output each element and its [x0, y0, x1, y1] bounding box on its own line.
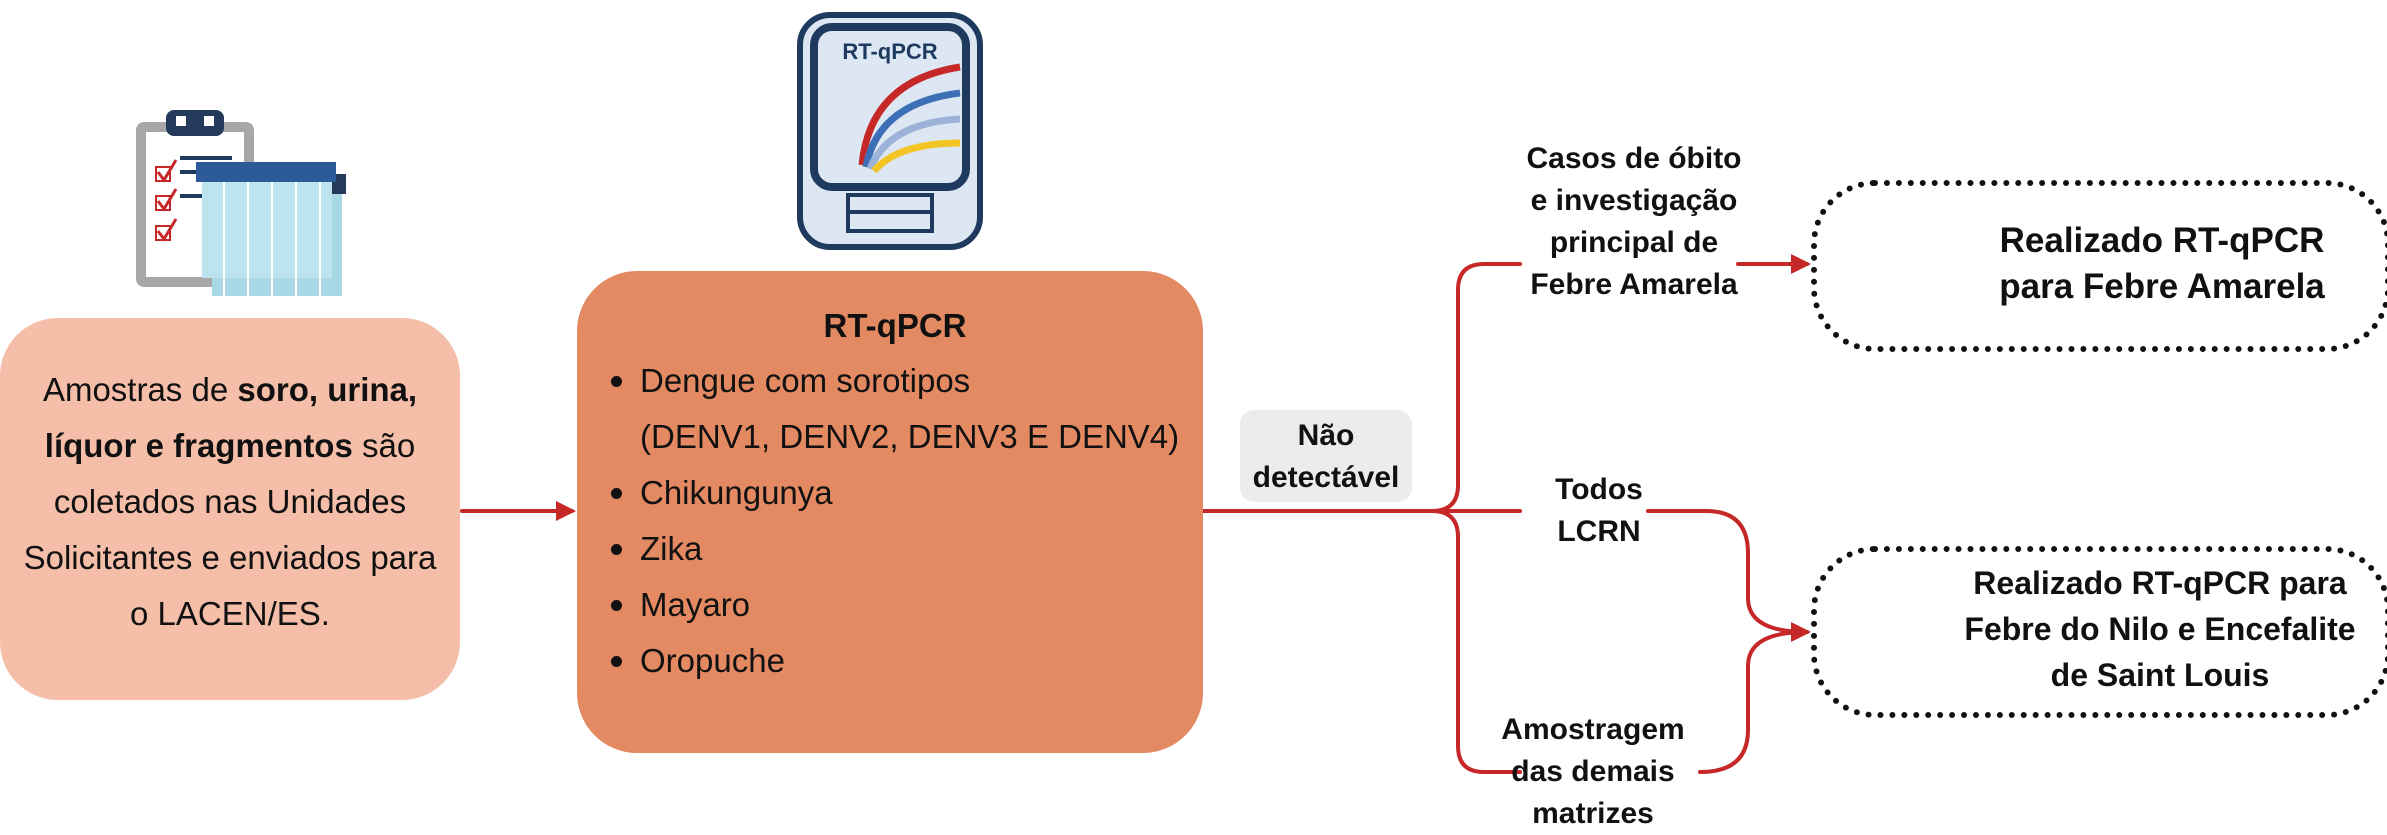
branch-label-middle: Todos LCRN	[1555, 473, 1643, 548]
list-item-zika: Zika	[607, 521, 1183, 577]
instrument-label: RT-qPCR	[842, 39, 937, 64]
list-item-chikungunya: Chikungunya	[607, 465, 1183, 521]
mayaro-label: Mayaro	[640, 586, 751, 623]
arrow-middle-to-nile	[1646, 509, 1811, 642]
sample-text-bold: soro, urina, líquor e fragmentos	[44, 371, 418, 464]
chikungunya-label: Chikungunya	[640, 474, 833, 511]
rt-qpcr-target-list: Dengue com sorotipos (DENV1, DENV2, DENV…	[607, 353, 1183, 689]
branch-bottom	[1430, 509, 1522, 774]
dengue-serotypes: (DENV1, DENV2, DENV3 E DENV4)	[640, 418, 1180, 455]
connector-lines	[460, 254, 1811, 774]
branch-label-top: Casos de óbito e investigação principal …	[1526, 142, 1742, 301]
nile-slev-result-box	[1811, 546, 2387, 718]
arrow-bottom-to-nile	[1698, 630, 1809, 774]
nile-slev-result-text: Realizado RT-qPCR para Febre do Nilo e E…	[1964, 565, 2356, 693]
dengue-label: Dengue com sorotipos	[640, 362, 971, 399]
sample-text-1: Amostras de	[42, 371, 238, 408]
branch-label-bottom: Amostragem das demais matrizes	[1501, 713, 1685, 830]
list-item-mayaro: Mayaro	[607, 577, 1183, 633]
yellow-fever-result-box	[1811, 180, 2387, 352]
list-item-dengue: Dengue com sorotipos (DENV1, DENV2, DENV…	[607, 353, 1183, 465]
not-detected-badge: Não detectável	[1240, 410, 1412, 502]
rt-qpcr-box: RT-qPCR Dengue com sorotipos (DENV1, DEN…	[577, 271, 1203, 753]
yellow-fever-result-text: Realizado RT-qPCR para Febre Amarela	[1999, 221, 2325, 306]
clipboard-samples-icon	[136, 110, 346, 296]
list-item-oropuche: Oropuche	[607, 633, 1183, 689]
sample-collection-box: Amostras de soro, urina, líquor e fragme…	[0, 318, 460, 700]
oropuche-label: Oropuche	[640, 642, 785, 679]
branch-top	[1430, 262, 1522, 513]
sample-text-2: são coletados nas Unidades Solicitantes …	[23, 427, 437, 632]
zika-label: Zika	[640, 530, 703, 567]
rt-qpcr-title: RT-qPCR	[823, 307, 967, 344]
rt-qpcr-instrument-icon: RT-qPCR	[800, 15, 980, 247]
